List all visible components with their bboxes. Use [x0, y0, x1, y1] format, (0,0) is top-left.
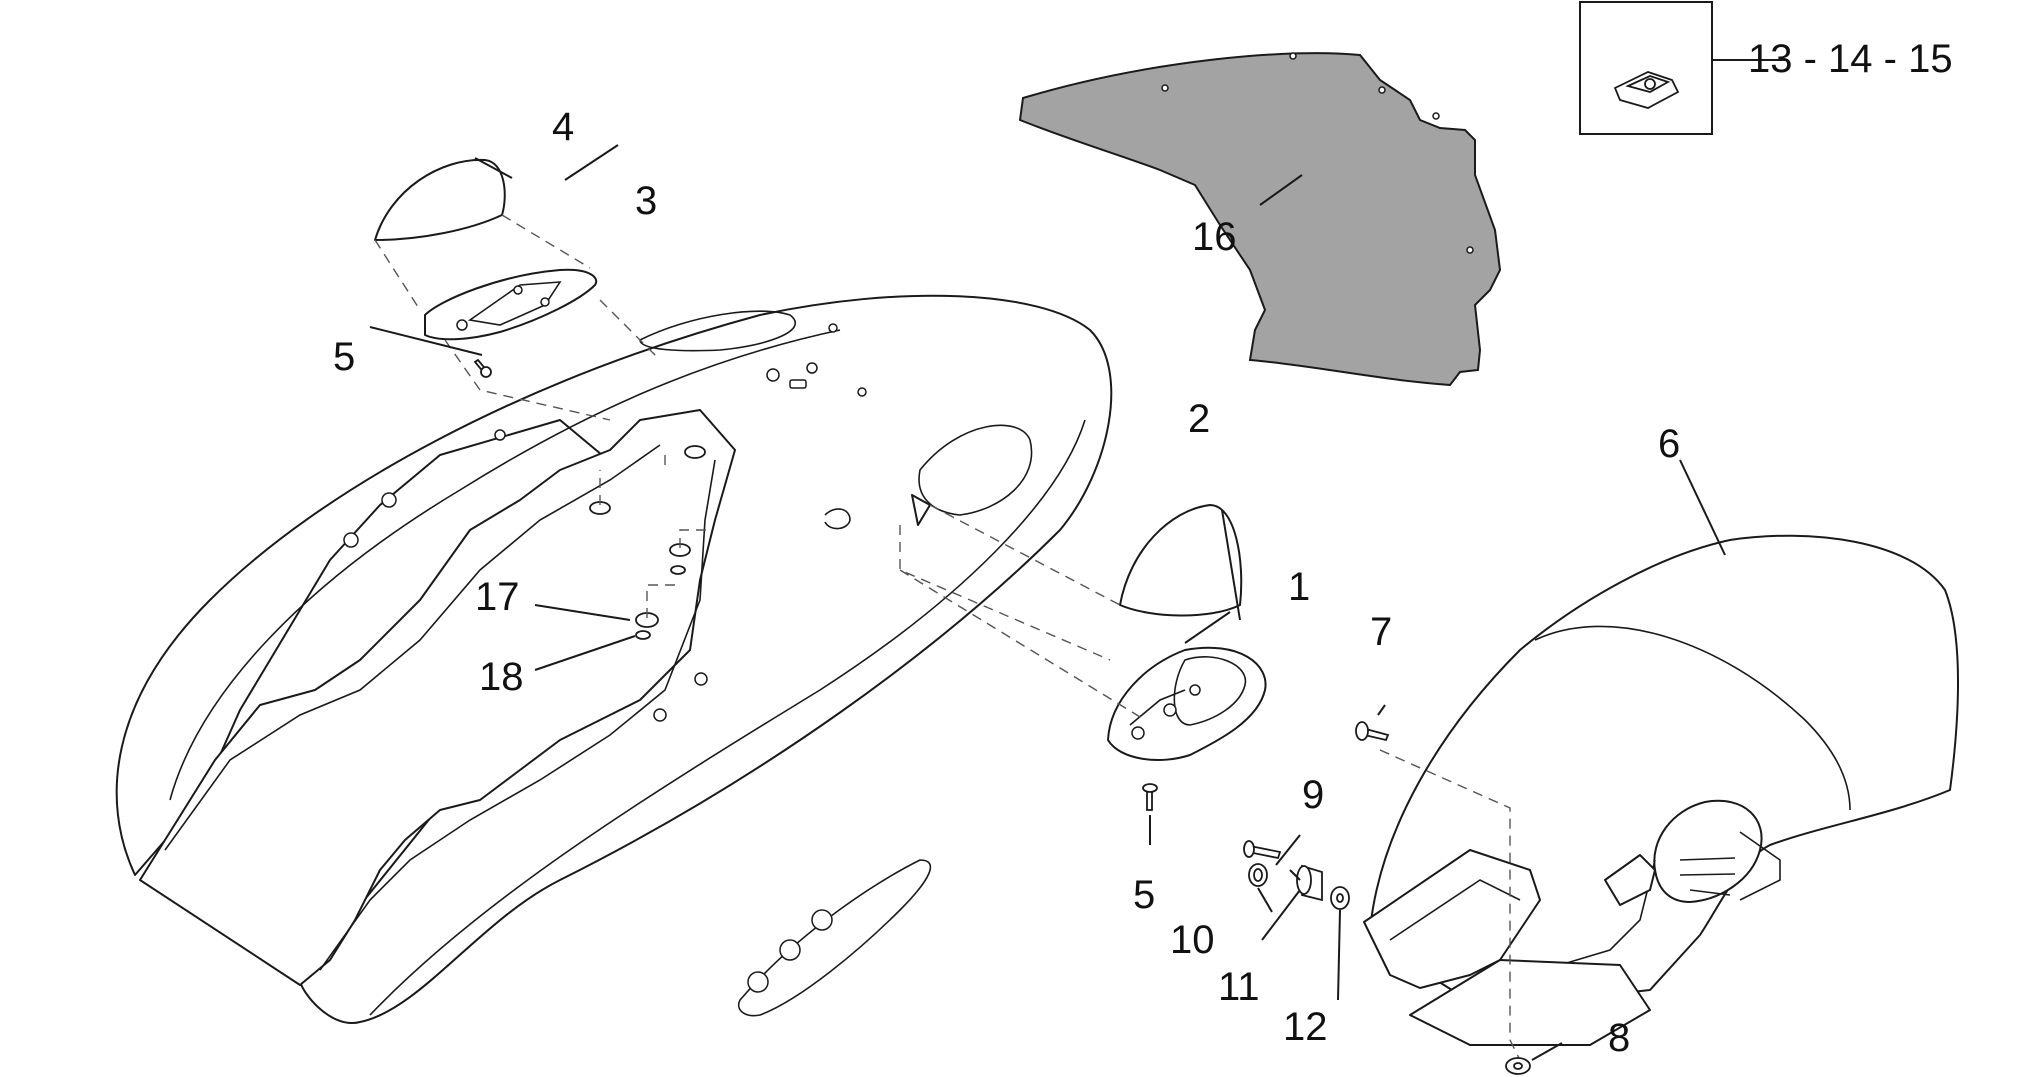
- callout-1: 1: [1288, 565, 1310, 609]
- side-reflector-assembly: [374, 158, 661, 421]
- callout-5-lower: 5: [1133, 873, 1155, 917]
- callout-18: 18: [479, 655, 524, 699]
- screw-5-lower: [1142, 783, 1158, 811]
- callout-10: 10: [1170, 918, 1215, 962]
- rear-mudguard: [1363, 534, 1960, 1061]
- callout-16: 16: [1192, 215, 1237, 259]
- callout-9: 9: [1302, 773, 1324, 817]
- rear-body-shell: [115, 294, 1113, 1025]
- gasket-16: [1018, 52, 1502, 387]
- screw-7: [1355, 721, 1390, 742]
- callout-12: 12: [1283, 1005, 1328, 1049]
- callout-17: 17: [475, 575, 520, 619]
- screw-5-upper: [473, 358, 492, 378]
- callout-labels: 1 2 3 4 5 5 6 7 8 9 10 11 12 13 - 14 - 1…: [333, 37, 1953, 1060]
- clip-nut-inset: [1579, 1, 1713, 135]
- leader-lines: [369, 59, 1788, 1061]
- callout-8: 8: [1608, 1016, 1630, 1060]
- tail-light-assembly: [899, 494, 1267, 761]
- grommets: [589, 445, 710, 640]
- callout-11: 11: [1218, 965, 1260, 1009]
- hardware-stack: [1243, 840, 1350, 910]
- callout-3: 3: [635, 179, 657, 223]
- callout-7: 7: [1370, 610, 1392, 654]
- callout-5-upper: 5: [333, 335, 355, 379]
- callout-6: 6: [1658, 422, 1680, 466]
- washer-8: [1505, 1057, 1531, 1075]
- callout-4: 4: [552, 105, 574, 149]
- callout-13-14-15: 13 - 14 - 15: [1748, 37, 1953, 81]
- callout-2: 2: [1188, 397, 1210, 441]
